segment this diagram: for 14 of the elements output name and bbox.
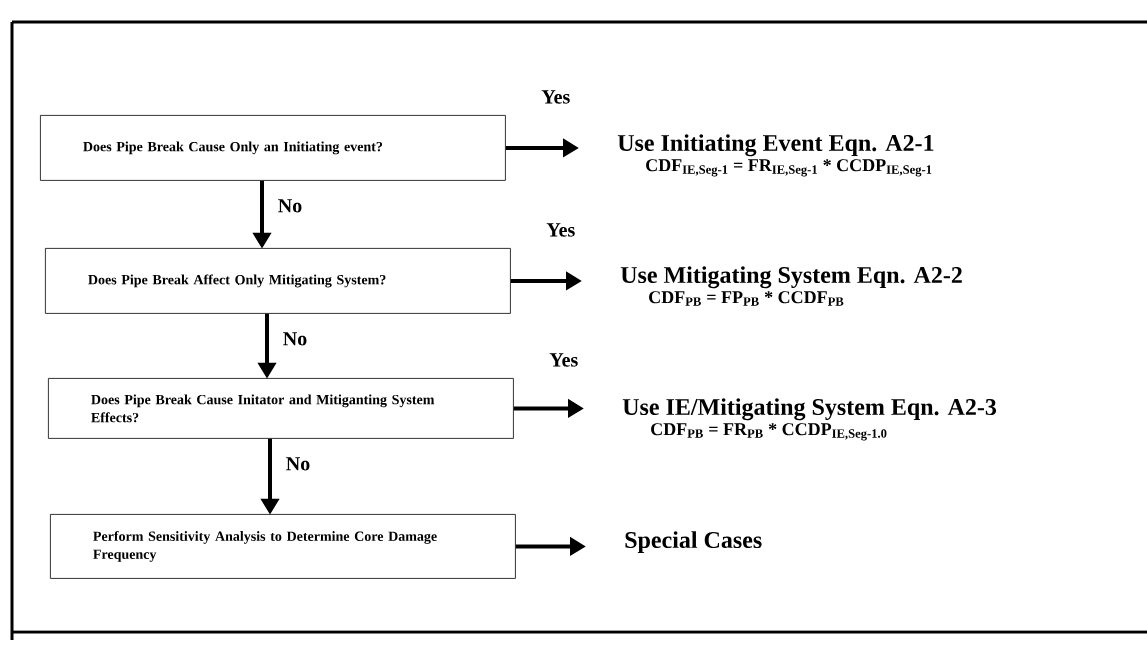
process-box: Perform Sensitivity Analysis to Determine Core Damage Frequency: [50, 514, 516, 579]
edge-label: No: [278, 199, 302, 213]
edge-label: No: [283, 332, 307, 346]
result-text: Use IE/Mitigating System Eqn. A2-3 CDF$_{PB}$ = FR$_{PB}$ * CCDP$_{IE,Seg-1.0}$: [622, 398, 997, 441]
edge-label: Yes: [549, 353, 578, 367]
result-text: Special Cases: [625, 531, 762, 553]
process-box: Does Pipe Break Cause Initator and Mitiganting System Effects?: [48, 378, 514, 439]
result-text: Use Initiating Event Eqn. A2-1 CDF$_{IE,Seg-1}$ = FR$_{IE,Seg-1}$ * CCDP$_{IE,Seg-1}$: [617, 134, 934, 177]
edge-label: Yes: [546, 223, 575, 237]
edge-label: Yes: [541, 90, 570, 104]
process-box: Does Pipe Break Cause Only an Initiating event?: [40, 115, 506, 181]
edge-label: No: [286, 457, 310, 471]
result-text: Use Mitigating System Eqn. A2-2 CDF$_{PB}$ = FP$_{PB}$ * CCDF$_{PB}$: [620, 266, 962, 306]
process-box: Does Pipe Break Affect Only Mitigating System?: [45, 248, 511, 314]
